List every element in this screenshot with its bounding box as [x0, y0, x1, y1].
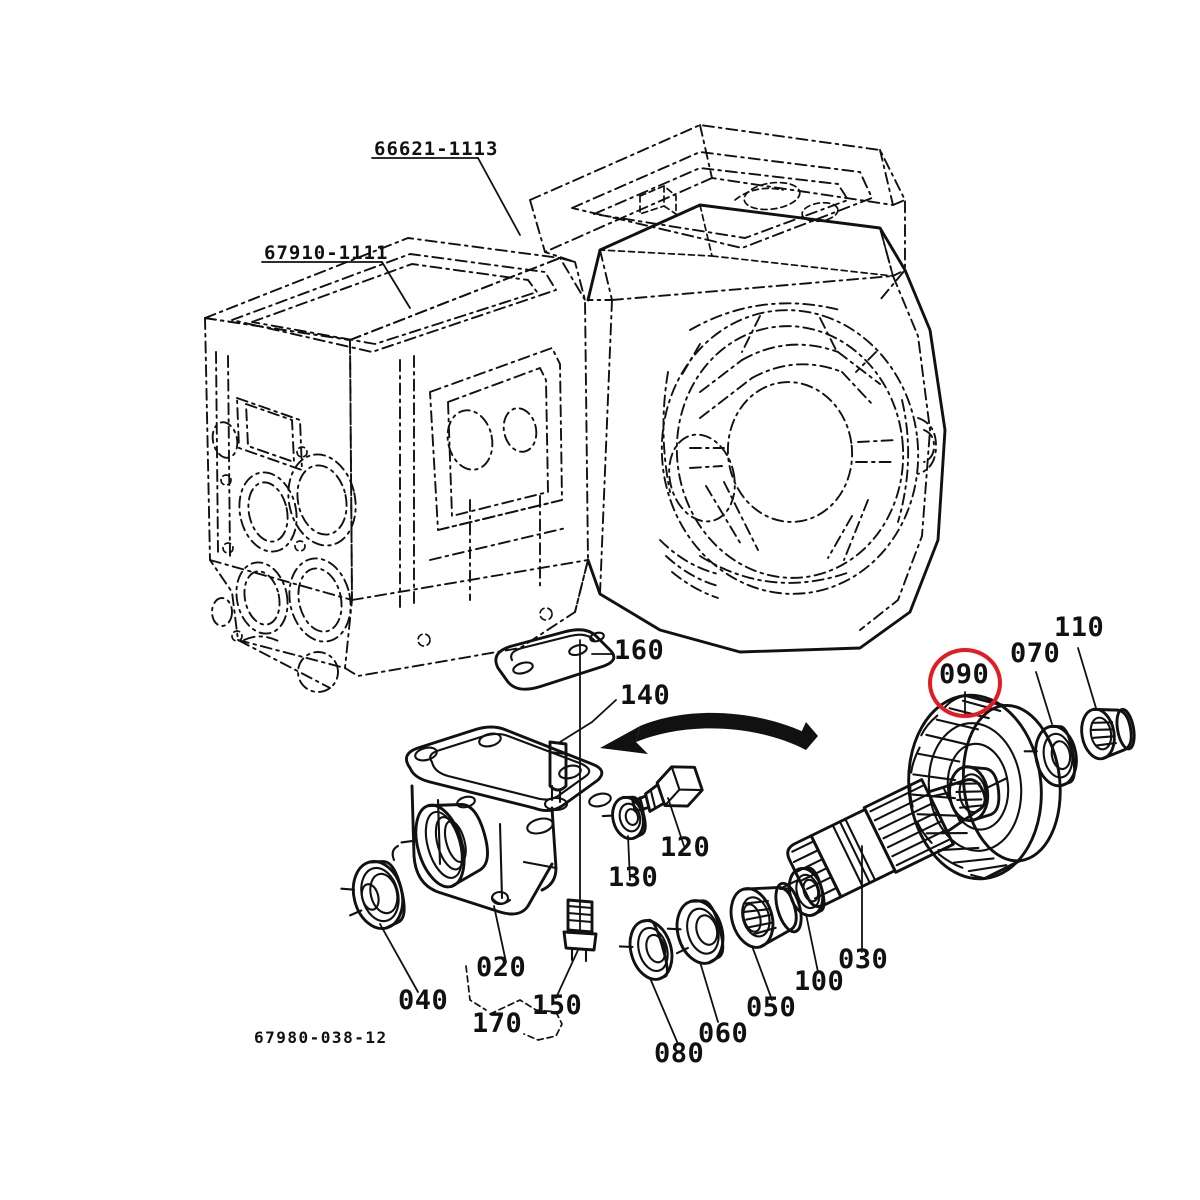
- highlight-ring-090: [928, 648, 1002, 718]
- callout-150: 150: [532, 990, 583, 1021]
- part-050-ball-bearing: [729, 881, 803, 949]
- part-number-67910: 67910-1111: [264, 242, 389, 264]
- callout-050: 050: [746, 992, 797, 1023]
- part-070-thrust-washer: [1023, 724, 1078, 788]
- drawing-number: 67980-038-12: [254, 1028, 388, 1047]
- callout-060: 060: [698, 1018, 749, 1049]
- callout-020: 020: [476, 952, 527, 983]
- part-160-gasket: [494, 628, 616, 691]
- callout-090: 090: [939, 659, 990, 690]
- callout-130: 130: [608, 862, 659, 893]
- assembly-arrow-icon: [600, 712, 818, 754]
- transmission-case-group: [204, 124, 947, 693]
- callout-140: 140: [620, 680, 671, 711]
- part-040-oil-seal: [340, 860, 406, 930]
- callout-080: 080: [654, 1038, 705, 1069]
- part-130-washer: [601, 795, 647, 841]
- callout-160: 160: [614, 635, 665, 666]
- callout-100: 100: [794, 966, 845, 997]
- callout-070: 070: [1010, 638, 1061, 669]
- part-140-dowel-pin: [543, 740, 569, 812]
- callout-040: 040: [398, 985, 449, 1016]
- part-number-66621: 66621-1113: [374, 138, 499, 160]
- part-110-needle-bearing: [1080, 707, 1136, 761]
- part-100-thrust-washer: [779, 866, 826, 917]
- callout-110: 110: [1054, 612, 1105, 643]
- callout-170: 170: [472, 1008, 523, 1039]
- part-170-plug: [465, 965, 563, 1041]
- callout-120: 120: [660, 832, 711, 863]
- part-120-hex-bolt: [631, 765, 704, 813]
- part-080-shim-ring: [618, 918, 674, 981]
- part-060-collar: [666, 899, 725, 965]
- callout-030: 030: [838, 944, 889, 975]
- part-020-pto-cover-housing: [391, 725, 612, 916]
